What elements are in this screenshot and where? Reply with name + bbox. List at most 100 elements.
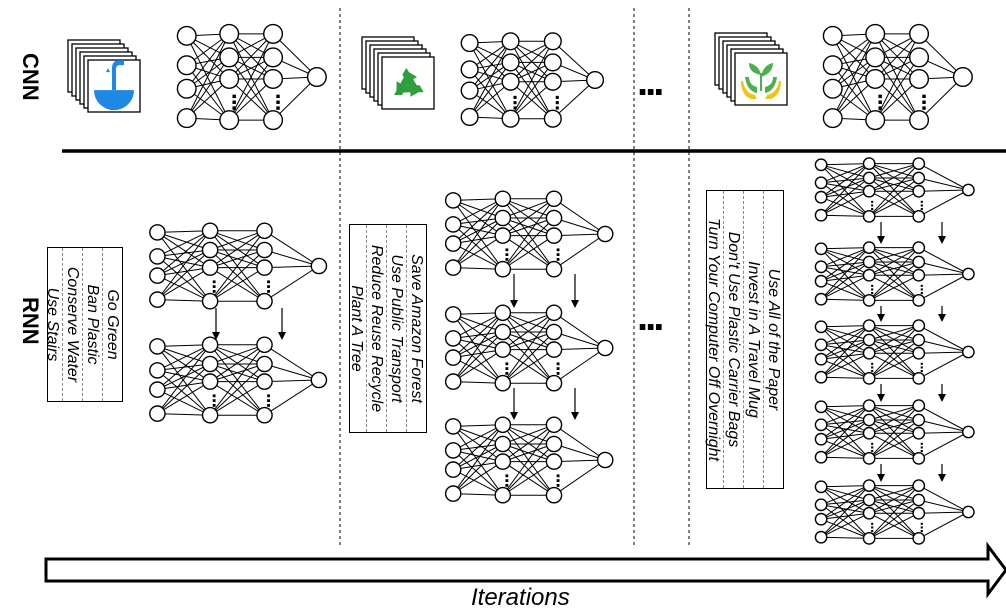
- node: [545, 416, 563, 434]
- edge: [453, 199, 503, 219]
- edge: [820, 406, 870, 421]
- edge: [869, 485, 919, 501]
- node: [912, 506, 926, 520]
- edge: [821, 266, 870, 276]
- node: [444, 373, 462, 390]
- node: [543, 72, 562, 91]
- node: [460, 81, 479, 100]
- edge: [469, 62, 511, 118]
- node: [862, 255, 876, 269]
- hidden-dots: [555, 106, 559, 110]
- edge: [502, 443, 555, 496]
- edge: [510, 41, 554, 119]
- hidden-dots: [267, 290, 270, 293]
- hidden-dots: [871, 362, 874, 365]
- edge: [264, 344, 320, 381]
- hidden-dots: [920, 530, 923, 533]
- node: [596, 339, 614, 357]
- node: [201, 406, 219, 424]
- goal-item: Reduce Reuse Recycle: [366, 225, 386, 432]
- rnn-arrow: [510, 388, 518, 420]
- edge: [820, 164, 870, 179]
- edge: [918, 33, 964, 78]
- edge: [553, 459, 606, 496]
- node: [814, 292, 828, 306]
- edge: [186, 33, 230, 90]
- edge: [452, 424, 504, 494]
- edge: [820, 261, 870, 282]
- right-hand-icon: [765, 81, 781, 99]
- edge: [868, 499, 920, 539]
- cnn-image-stack-col2: [361, 36, 435, 110]
- edge: [820, 247, 870, 282]
- edge: [553, 347, 606, 351]
- node: [912, 451, 926, 465]
- edge: [452, 217, 504, 245]
- arrow-head: [877, 236, 885, 244]
- edge: [502, 217, 555, 237]
- rnn-network-col2-1: [444, 190, 614, 278]
- hidden-dots: [878, 106, 882, 110]
- node: [912, 413, 926, 427]
- node: [912, 493, 926, 507]
- rnn-arrow: [571, 388, 579, 420]
- node: [814, 176, 828, 190]
- node: [501, 53, 520, 72]
- hidden-dots: [922, 106, 926, 110]
- edge: [874, 33, 920, 80]
- node: [545, 486, 563, 504]
- edge: [868, 325, 919, 354]
- edge: [157, 389, 211, 416]
- edge: [209, 249, 265, 302]
- hidden-dots: [556, 372, 560, 375]
- arrow-head: [877, 314, 885, 322]
- rnn-arrow: [278, 308, 286, 340]
- node: [494, 416, 512, 434]
- node: [310, 371, 328, 389]
- edge: [209, 344, 265, 416]
- node: [176, 78, 197, 99]
- edge: [832, 35, 876, 121]
- edge: [820, 248, 870, 301]
- edge: [552, 40, 596, 81]
- edge: [868, 432, 919, 459]
- edge: [553, 443, 606, 461]
- node: [256, 373, 273, 390]
- node: [814, 432, 828, 446]
- edge: [918, 511, 969, 539]
- edge: [820, 419, 870, 440]
- edge: [502, 461, 555, 496]
- edge: [272, 33, 318, 78]
- hidden-dots: [556, 248, 560, 252]
- node: [952, 66, 973, 88]
- node: [494, 304, 512, 322]
- edge: [820, 248, 870, 276]
- hidden-dots: [212, 280, 216, 284]
- edge: [157, 231, 211, 269]
- edge: [820, 339, 870, 360]
- rnn-arrow: [212, 308, 220, 340]
- edge: [502, 424, 555, 463]
- node: [201, 336, 219, 354]
- edge: [820, 485, 870, 538]
- node: [149, 248, 166, 265]
- rnn-arrow: [938, 222, 946, 244]
- edge: [453, 235, 503, 245]
- arrow-head: [278, 332, 286, 340]
- edge: [157, 230, 211, 300]
- edge: [264, 265, 320, 302]
- node: [494, 227, 512, 244]
- edge: [452, 198, 504, 225]
- hidden-dots: [505, 484, 509, 487]
- node: [862, 293, 876, 307]
- node: [912, 333, 926, 347]
- node: [814, 274, 828, 288]
- node: [865, 23, 886, 44]
- edge: [821, 182, 870, 192]
- hidden-dots: [267, 285, 270, 288]
- node: [201, 355, 219, 373]
- edge: [157, 256, 211, 302]
- edge: [553, 424, 606, 461]
- edge: [552, 79, 596, 120]
